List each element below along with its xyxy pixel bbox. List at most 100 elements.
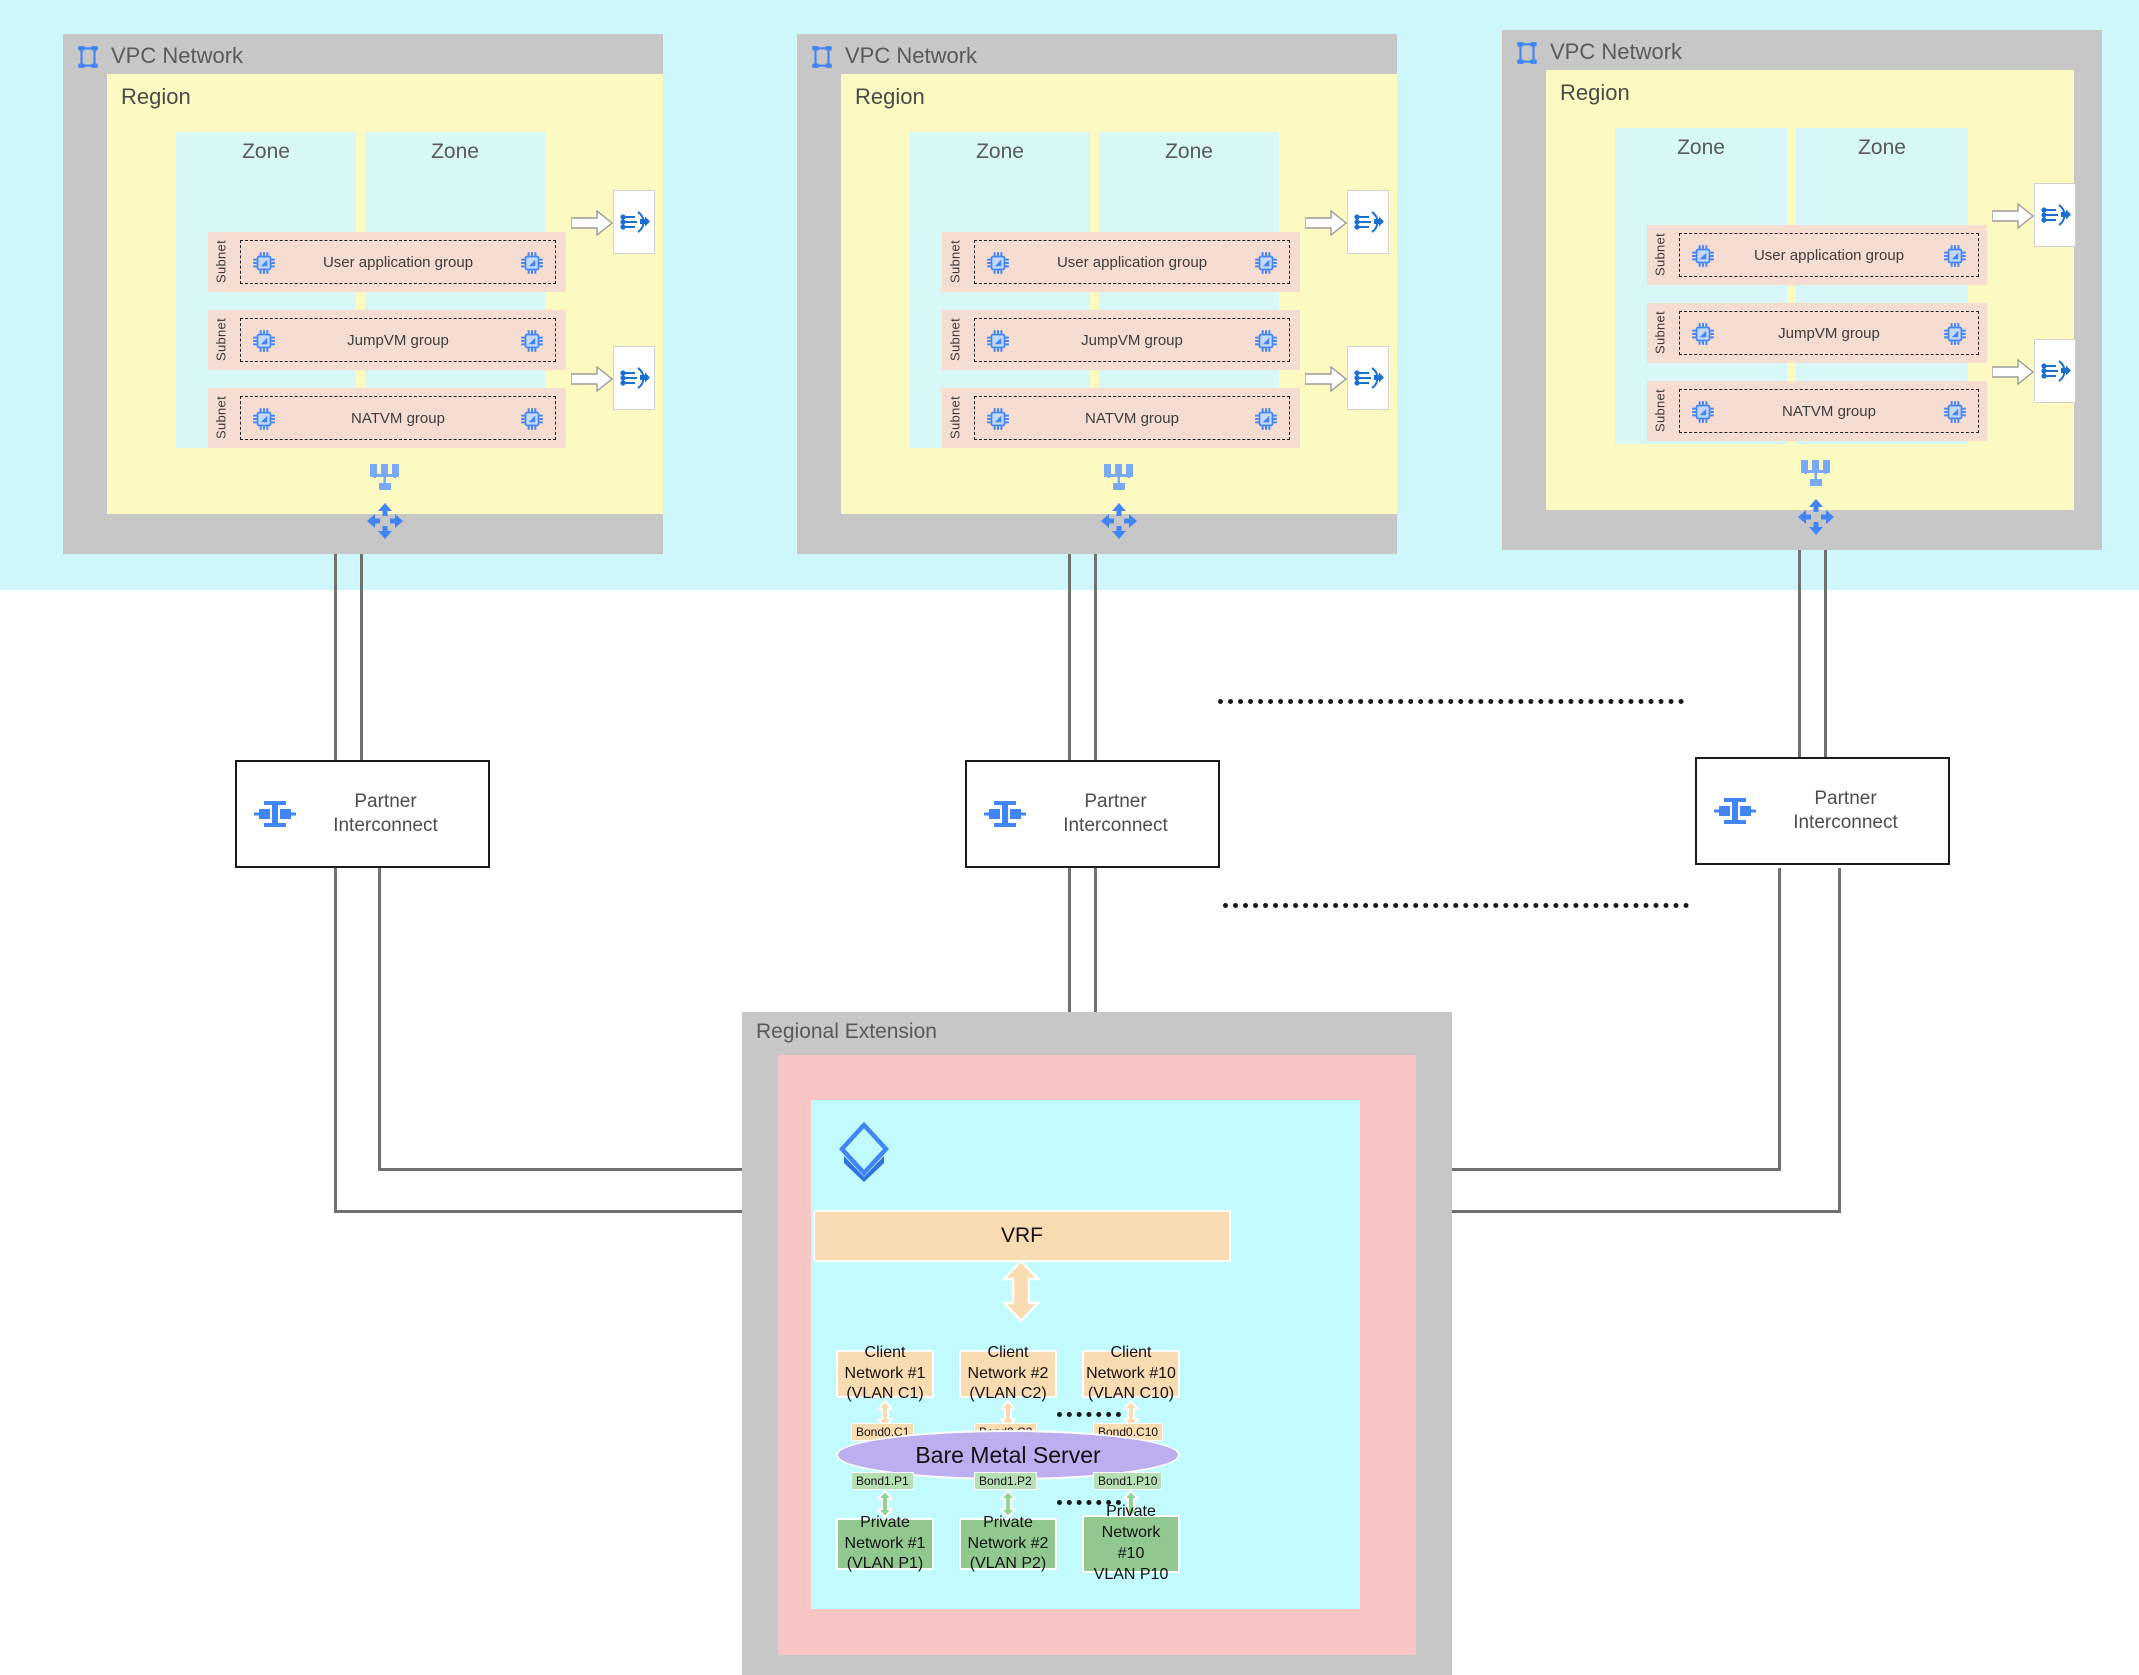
vm-chip-icon bbox=[1942, 399, 1968, 425]
private-network-10[interactable]: Private Network #10 VLAN P10 bbox=[1082, 1503, 1180, 1583]
subnet-label-3-3: Subnet bbox=[1652, 389, 1668, 433]
client-network-1[interactable]: Client Network #1 (VLAN C1) bbox=[836, 1344, 934, 1402]
network-switch-icon bbox=[367, 464, 403, 494]
cn10-line1: Client Network #10 bbox=[1086, 1343, 1176, 1382]
vpc-panel-3: VPC Network Region Zone Zone Subnet bbox=[1502, 30, 2102, 550]
wire-pi3-b bbox=[1838, 868, 1841, 1210]
instance-group-3-2: JumpVM group bbox=[1679, 311, 1979, 355]
region-label-3: Region bbox=[1560, 80, 1630, 105]
gateway-box-1-1 bbox=[613, 190, 655, 254]
partner-interconnect-icon bbox=[983, 797, 1027, 831]
vm-chip-icon bbox=[1690, 321, 1716, 347]
instance-group-2-2: JumpVM group bbox=[974, 318, 1290, 362]
vpc-network-icon bbox=[1514, 40, 1540, 66]
vrf-label: VRF bbox=[1001, 1224, 1043, 1247]
group-label-3-3: NATVM group bbox=[1782, 402, 1876, 420]
private-link-arrow-2 bbox=[998, 1489, 1018, 1523]
subnet-strip-1-1: Subnet User application group bbox=[208, 232, 566, 292]
gateway-box-3-1 bbox=[2034, 183, 2076, 247]
vm-chip-icon bbox=[1690, 243, 1716, 269]
load-balancer-icon bbox=[618, 364, 650, 392]
subnet-label-1-3: Subnet bbox=[213, 396, 229, 440]
instance-group-1-1: User application group bbox=[240, 240, 556, 284]
cloud-router-icon bbox=[366, 502, 404, 540]
pn1-line2: (VLAN P1) bbox=[846, 1555, 924, 1573]
vpc-title-2: VPC Network bbox=[845, 43, 978, 68]
cloud-router-icon bbox=[1797, 498, 1835, 536]
private-link-arrow-1 bbox=[875, 1489, 895, 1523]
cn1-line1: Client Network #1 bbox=[844, 1343, 926, 1382]
pi-label-line1: Partner bbox=[1814, 788, 1877, 810]
load-balancer-icon bbox=[2039, 357, 2071, 385]
partner-interconnect-label-1: Partner Interconnect bbox=[297, 790, 488, 838]
vm-chip-icon bbox=[1942, 243, 1968, 269]
group-label-1-2: JumpVM group bbox=[347, 331, 449, 349]
instance-group-1-2: JumpVM group bbox=[240, 318, 556, 362]
regional-extension-pink-layer: VRF Client Network #1 (VLAN C1) bbox=[778, 1055, 1416, 1655]
instance-group-1-3: NATVM group bbox=[240, 396, 556, 440]
wire-vpc1-a bbox=[334, 535, 337, 760]
bare-metal-server-label: Bare Metal Server bbox=[915, 1441, 1101, 1468]
partner-interconnect-1[interactable]: Partner Interconnect bbox=[235, 760, 490, 868]
private-network-2[interactable]: Private Network #2 (VLAN P2) bbox=[959, 1514, 1057, 1573]
instance-group-3-3: NATVM group bbox=[1679, 389, 1979, 433]
client-network-2[interactable]: Client Network #2 (VLAN C2) bbox=[959, 1344, 1057, 1402]
vm-chip-icon bbox=[1942, 321, 1968, 347]
pn2-line2: (VLAN P2) bbox=[969, 1555, 1047, 1573]
traffic-arrow-1-1 bbox=[570, 209, 614, 241]
wire-vpc3-a bbox=[1798, 535, 1801, 760]
traffic-arrow-2-1 bbox=[1304, 209, 1348, 241]
pn10-line2: #10 bbox=[1117, 1545, 1145, 1562]
group-label-1-1: User application group bbox=[322, 253, 474, 271]
wire-pi1-a bbox=[334, 868, 337, 1210]
vm-chip-icon bbox=[251, 328, 277, 354]
zone-label-3-a: Zone bbox=[1677, 136, 1725, 159]
wire-vpc3-b bbox=[1824, 535, 1827, 760]
subnet-label-2-2: Subnet bbox=[947, 318, 963, 362]
gateway-box-1-3 bbox=[613, 346, 655, 410]
bond-tag-p2: Bond1.P2 bbox=[974, 1472, 1037, 1490]
vm-chip-icon bbox=[985, 250, 1011, 276]
traffic-arrow-3-3 bbox=[1991, 358, 2035, 390]
instance-group-2-3: NATVM group bbox=[974, 396, 1290, 440]
partner-interconnect-3[interactable]: Partner Interconnect bbox=[1695, 757, 1950, 865]
vrf-box[interactable]: VRF bbox=[813, 1210, 1231, 1262]
vm-chip-icon bbox=[519, 328, 545, 354]
group-label-2-2: JumpVM group bbox=[1081, 331, 1183, 349]
load-balancer-icon bbox=[618, 208, 650, 236]
subnet-strip-2-1: Subnet User application group bbox=[942, 232, 1300, 292]
instance-group-3-1: User application group bbox=[1679, 233, 1979, 277]
vm-chip-icon bbox=[519, 406, 545, 432]
pi-label-line2: Interconnect bbox=[1793, 812, 1898, 833]
client-network-2-text: Client Network #2 (VLAN C2) bbox=[961, 1343, 1055, 1405]
gateway-box-3-3 bbox=[2034, 339, 2076, 403]
vm-chip-icon bbox=[1690, 399, 1716, 425]
cn1-line2: (VLAN C1) bbox=[846, 1385, 924, 1403]
subnet-label-1-1: Subnet bbox=[213, 240, 229, 284]
cloud-router-icon bbox=[1100, 502, 1138, 540]
subnet-label-2-1: Subnet bbox=[947, 240, 963, 284]
zone-label-3-b: Zone bbox=[1858, 136, 1906, 159]
zone-label-1-b: Zone bbox=[431, 140, 479, 163]
vm-chip-icon bbox=[985, 328, 1011, 354]
client-network-10-text: Client Network #10 (VLAN C10) bbox=[1084, 1343, 1178, 1405]
vpc-title-1: VPC Network bbox=[111, 43, 244, 68]
ellipsis-row-bottom bbox=[1223, 903, 1689, 908]
vpc-network-icon bbox=[809, 44, 835, 70]
traffic-arrow-2-3 bbox=[1304, 365, 1348, 397]
cn10-line2: (VLAN C10) bbox=[1087, 1385, 1175, 1403]
subnet-strip-2-2: Subnet JumpVM group bbox=[942, 310, 1300, 370]
wire-pi3-a bbox=[1778, 868, 1781, 1168]
wire-pi1-b bbox=[378, 868, 381, 1168]
bond-tag-p10: Bond1.P10 bbox=[1093, 1472, 1163, 1490]
subnet-label-3-1: Subnet bbox=[1652, 233, 1668, 277]
partner-interconnect-icon bbox=[1713, 794, 1757, 828]
private-network-1[interactable]: Private Network #1 (VLAN P1) bbox=[836, 1514, 934, 1573]
load-balancer-icon bbox=[1352, 208, 1384, 236]
client-network-10[interactable]: Client Network #10 (VLAN C10) bbox=[1082, 1344, 1180, 1402]
partner-interconnect-2[interactable]: Partner Interconnect bbox=[965, 760, 1220, 868]
gateway-box-2-1 bbox=[1347, 190, 1389, 254]
subnet-strip-2-3: Subnet NATVM group bbox=[942, 388, 1300, 448]
pi-label-line1: Partner bbox=[1084, 791, 1147, 813]
instance-group-2-1: User application group bbox=[974, 240, 1290, 284]
